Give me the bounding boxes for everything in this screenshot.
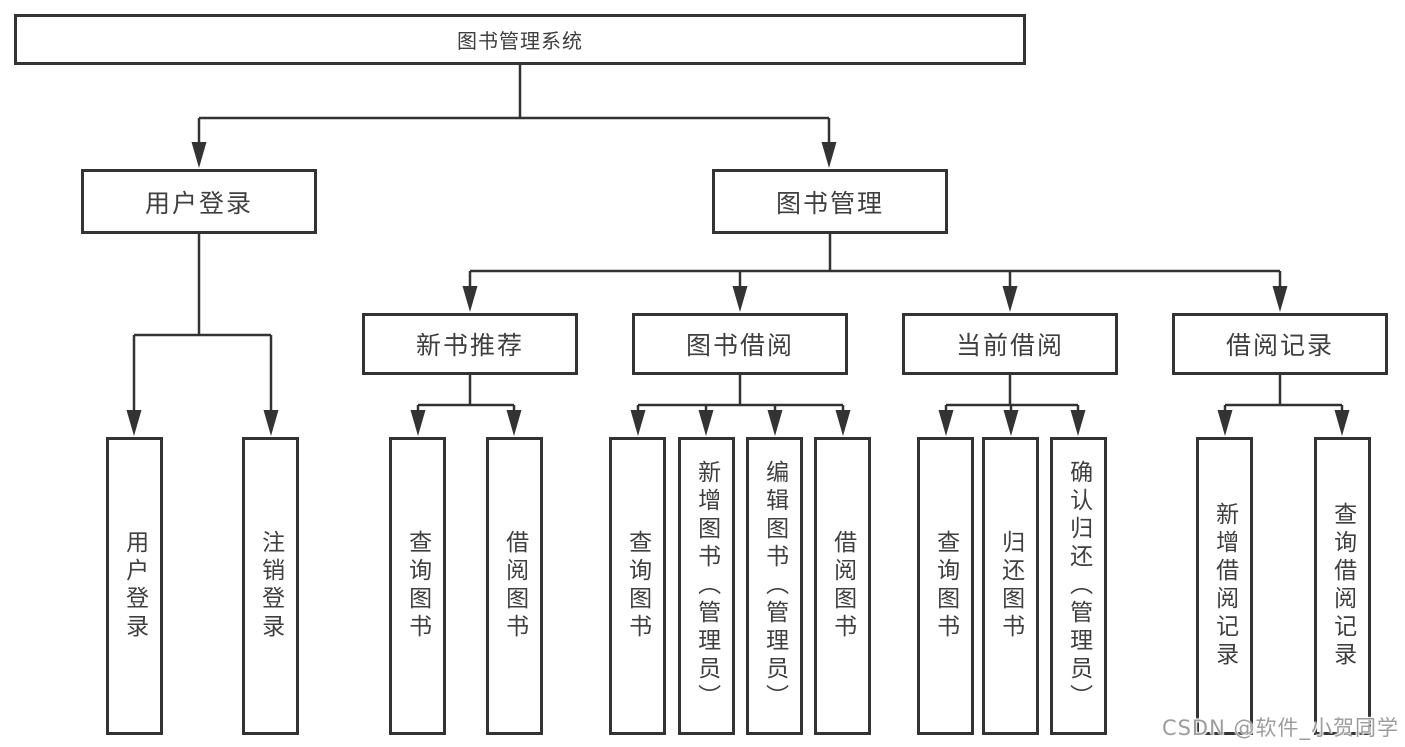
arrowheads	[126, 142, 1350, 436]
arrow-icon	[410, 410, 426, 436]
arrow-icon	[191, 142, 207, 168]
arrow-icon	[821, 142, 837, 168]
arrow-icon	[767, 410, 783, 436]
arrow-icon	[938, 410, 954, 436]
leaf-borrow-books: 借阅图书	[814, 437, 871, 735]
leaf-query-books-current: 查询图书	[917, 437, 974, 735]
leaf-add-book-admin: 新增图书（管理员）	[678, 437, 735, 735]
leaf-add-borrow-record: 新增借阅记录	[1196, 437, 1253, 735]
node-book-borrow: 图书借阅	[632, 313, 848, 375]
arrow-icon	[732, 286, 748, 312]
leaf-query-books-recommend: 查询图书	[389, 437, 446, 735]
node-new-book-recommend: 新书推荐	[362, 313, 578, 375]
leaf-logout: 注销登录	[242, 437, 299, 735]
arrow-icon	[835, 410, 851, 436]
csdn-watermark: CSDN @软件_小贺同学	[1161, 716, 1399, 740]
leaf-confirm-return-admin: 确认归还（管理员）	[1050, 437, 1107, 735]
arrow-icon	[506, 410, 522, 436]
node-current-borrow: 当前借阅	[902, 313, 1118, 375]
arrow-icon	[1002, 286, 1018, 312]
arrow-icon	[1003, 410, 1019, 436]
leaf-edit-book-admin: 编辑图书（管理员）	[746, 437, 803, 735]
node-borrow-records: 借阅记录	[1172, 313, 1388, 375]
arrow-icon	[698, 410, 714, 436]
arrow-icon	[126, 410, 142, 436]
arrow-icon	[462, 286, 478, 312]
node-book-management: 图书管理	[712, 169, 948, 234]
arrow-icon	[1217, 410, 1233, 436]
node-user-login: 用户登录	[81, 169, 317, 234]
connector-lines	[132, 65, 1344, 414]
arrow-icon	[1070, 410, 1086, 436]
leaf-return-book: 归还图书	[982, 437, 1039, 735]
leaf-user-login: 用户登录	[106, 437, 163, 735]
arrow-icon	[630, 410, 646, 436]
leaf-query-books-borrow: 查询图书	[609, 437, 666, 735]
node-root: 图书管理系统	[14, 14, 1026, 65]
leaf-borrow-books-recommend: 借阅图书	[486, 437, 543, 735]
arrow-icon	[1334, 410, 1350, 436]
arrow-icon	[263, 410, 279, 436]
arrow-icon	[1272, 286, 1288, 312]
leaf-query-borrow-record: 查询借阅记录	[1314, 437, 1371, 735]
